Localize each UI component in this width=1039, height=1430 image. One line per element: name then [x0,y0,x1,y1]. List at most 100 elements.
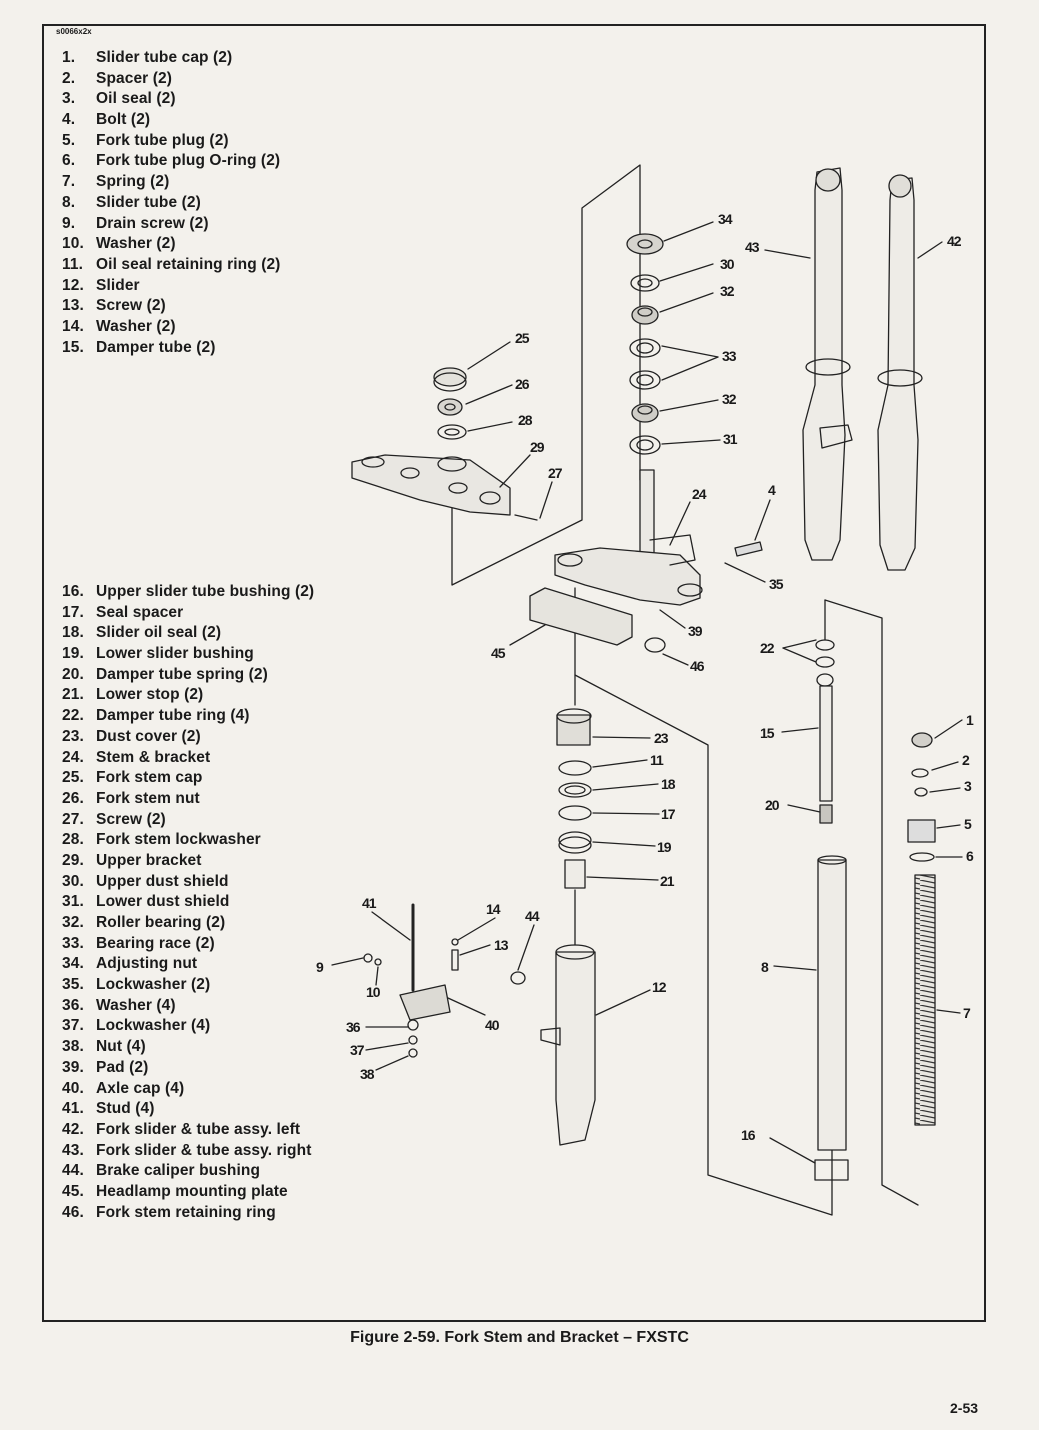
parts-list-item: 26. Fork stem nut [62,789,314,810]
part-label: Axle cap (4) [96,1079,185,1097]
part-label: Lockwasher (2) [96,976,211,994]
callout-43: 43 [745,239,760,255]
part-number: 12. [62,276,84,294]
part-label: Headlamp mounting plate [96,1182,288,1200]
callout-24: 24 [692,486,707,502]
part-number: 6. [62,152,76,170]
parts-list-item: 17.Seal spacer [62,603,314,624]
part-label: Stud (4) [96,1100,155,1118]
callout-40: 40 [485,1017,500,1033]
part-label: Drain screw (2) [96,214,209,232]
parts-list-item: 28.Fork stem lockwasher [62,830,314,851]
part-label: Slider tube (2) [96,193,201,211]
parts-list-item: 27. Screw (2) [62,810,314,831]
part-number: 26. [62,789,84,807]
callout-21: 21 [660,873,675,889]
callout-14: 14 [486,901,501,917]
part-number: 20. [62,665,84,683]
part-label: Upper bracket [96,851,202,869]
part-number: 15. [62,338,84,356]
part-label: Washer (2) [96,317,176,335]
part-label: Washer (4) [96,996,176,1014]
parts-list-item: 13.Screw (2) [62,296,280,317]
parts-list-item: 7.Spring (2) [62,172,280,193]
part-label: Pad (2) [96,1058,149,1076]
part-number: 34. [62,955,84,973]
part-label: Bearing race (2) [96,934,215,952]
part-number: 7. [62,173,76,191]
parts-list-item: 15.Damper tube (2) [62,338,280,359]
callout-27: 27 [548,465,563,481]
parts-list-item: 11.Oil seal retaining ring (2) [62,255,280,276]
part-number: 40. [62,1079,84,1097]
part-label: Lockwasher (4) [96,1017,211,1035]
part-number: 25. [62,769,84,787]
part-number: 5. [62,131,76,149]
parts-list-item: 23.Dust cover (2) [62,727,314,748]
parts-list-item: 30.Upper dust shield [62,872,314,893]
callout-9: 9 [316,959,324,975]
part-label: Fork stem retaining ring [96,1203,276,1221]
parts-list-item: 18.Slider oil seal (2) [62,623,314,644]
part-number: 4. [62,111,76,129]
figure-frame [42,24,986,1322]
part-number: 9. [62,214,76,232]
callout-44: 44 [525,908,540,924]
parts-list-item: 37.Lockwasher (4) [62,1016,314,1037]
part-label: Screw (2) [96,810,166,828]
parts-list-item: 4.Bolt (2) [62,110,280,131]
callout-7: 7 [963,1005,971,1021]
parts-list-item: 8.Slider tube (2) [62,193,280,214]
parts-list-item: 5. Fork tube plug (2) [62,131,280,152]
parts-list-item: 21.Lower stop (2) [62,685,314,706]
parts-list-item: 3.Oil seal (2) [62,89,280,110]
part-label: Roller bearing (2) [96,914,226,931]
part-label: Fork stem nut [96,789,200,807]
parts-list-item: 43.Fork slider & tube assy. right [62,1141,314,1162]
callout-38: 38 [360,1066,375,1082]
part-label: Upper slider tube bushing (2) [96,583,315,600]
figure-id: s0066x2x [56,27,92,36]
part-label: Slider [96,276,140,294]
parts-list-item: 1.Slider tube cap (2) [62,48,280,69]
part-number: 33. [62,934,84,952]
part-label: Seal spacer [96,603,184,621]
part-label: Fork tube plug (2) [96,131,229,149]
parts-list-item: 12. Slider [62,276,280,297]
callout-36: 36 [346,1019,361,1035]
parts-list-item: 9. Drain screw (2) [62,214,280,235]
callout-41: 41 [362,895,377,911]
parts-list-1-15: 1.Slider tube cap (2)2.Spacer (2)3.Oil s… [62,48,280,358]
part-number: 46. [62,1203,84,1221]
part-label: Slider tube cap (2) [96,49,233,66]
part-label: Spacer (2) [96,69,172,87]
callout-32b: 32 [722,391,737,407]
callout-4: 4 [768,482,776,498]
figure-caption: Figure 2-59. Fork Stem and Bracket – FXS… [350,1329,689,1346]
parts-list-item: 29.Upper bracket [62,851,314,872]
page-number: 2-53 [950,1400,979,1416]
parts-list-item: 46. Fork stem retaining ring [62,1203,314,1224]
callout-11: 11 [650,752,664,768]
guide-line-stem [451,164,641,586]
callout-19: 19 [657,839,672,855]
parts-list-item: 31.Lower dust shield [62,892,314,913]
callout-46: 46 [690,658,705,674]
part-number: 27. [62,810,84,828]
callout-23: 23 [654,730,669,746]
callout-29: 29 [530,439,545,455]
callout-33: 33 [722,348,737,364]
guide-line-spring [824,599,919,1206]
parts-list-item: 14.Washer (2) [62,317,280,338]
part-label: Fork stem cap [96,769,203,787]
callout-30: 30 [720,256,735,272]
parts-list-item: 16.Upper slider tube bushing (2) [62,582,314,603]
parts-list-item: 35.Lockwasher (2) [62,975,314,996]
parts-list-item: 34.Adjusting nut [62,954,314,975]
part-label: Upper dust shield [96,872,229,890]
part-label: Slider oil seal (2) [96,624,222,642]
parts-list-16-46: 16.Upper slider tube bushing (2)17.Seal … [62,582,314,1223]
parts-list-item: 39.Pad (2) [62,1058,314,1079]
callout-6: 6 [966,848,974,864]
callout-18: 18 [661,776,676,792]
